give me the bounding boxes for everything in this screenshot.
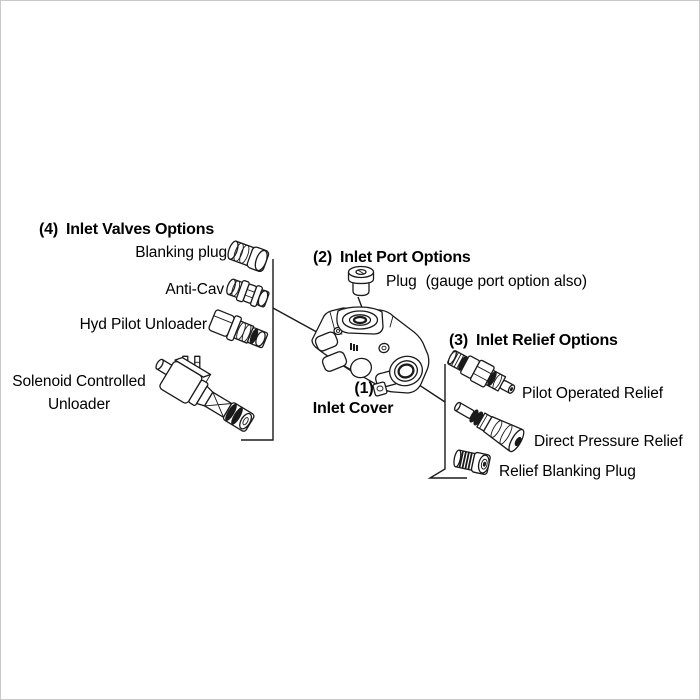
inlet-relief-options-title: Inlet Relief Options: [475, 332, 618, 349]
inlet-valves-options-title: Inlet Valves Options: [65, 221, 215, 238]
relief-blanking-plug-icon: [453, 449, 491, 475]
port-plug-icon: [347, 265, 375, 297]
inlet-cover-number: (1): [354, 380, 374, 397]
inlet-port-options-heading: (2) Inlet Port Options: [313, 248, 471, 267]
inlet-relief-options-heading: (3) Inlet Relief Options: [449, 331, 618, 350]
direct-pressure-relief-icon: [454, 401, 525, 453]
anti-cav-label: Anti-Cav: [165, 281, 224, 298]
inlet-port-options-number: (2): [313, 249, 332, 266]
hyd-pilot-unloader-icon: [208, 309, 269, 349]
blanking-plug-label: Blanking plug: [135, 244, 227, 261]
relief-blanking-plug-label: Relief Blanking Plug: [499, 463, 636, 480]
inlet-valves-options-number: (4): [39, 221, 58, 238]
inlet-cover-title: Inlet Cover: [312, 400, 394, 417]
anti-cav-icon: [226, 278, 270, 308]
inlet-valves-options-heading: (4) Inlet Valves Options: [39, 220, 214, 239]
pilot-operated-relief-icon: [447, 350, 516, 394]
inlet-port-options-title: Inlet Port Options: [339, 249, 471, 266]
solenoid-controlled-unloader-label: Solenoid Controlled Unloader: [12, 373, 146, 413]
valves-bracket-line: [241, 259, 325, 441]
inlet-cover-icon: [311, 306, 430, 397]
solenoid-controlled-unloader-icon: [155, 355, 255, 432]
hyd-pilot-unloader-label: Hyd Pilot Unloader: [79, 316, 208, 333]
pilot-operated-relief-label: Pilot Operated Relief: [522, 385, 663, 402]
blanking-plug-icon: [227, 240, 270, 273]
inlet-relief-options-number: (3): [449, 332, 468, 349]
direct-pressure-relief-label: Direct Pressure Relief: [534, 433, 683, 450]
port-plug-label: Plug (gauge port option also): [386, 273, 587, 290]
port-plug-note: (gauge port option also): [425, 273, 587, 290]
